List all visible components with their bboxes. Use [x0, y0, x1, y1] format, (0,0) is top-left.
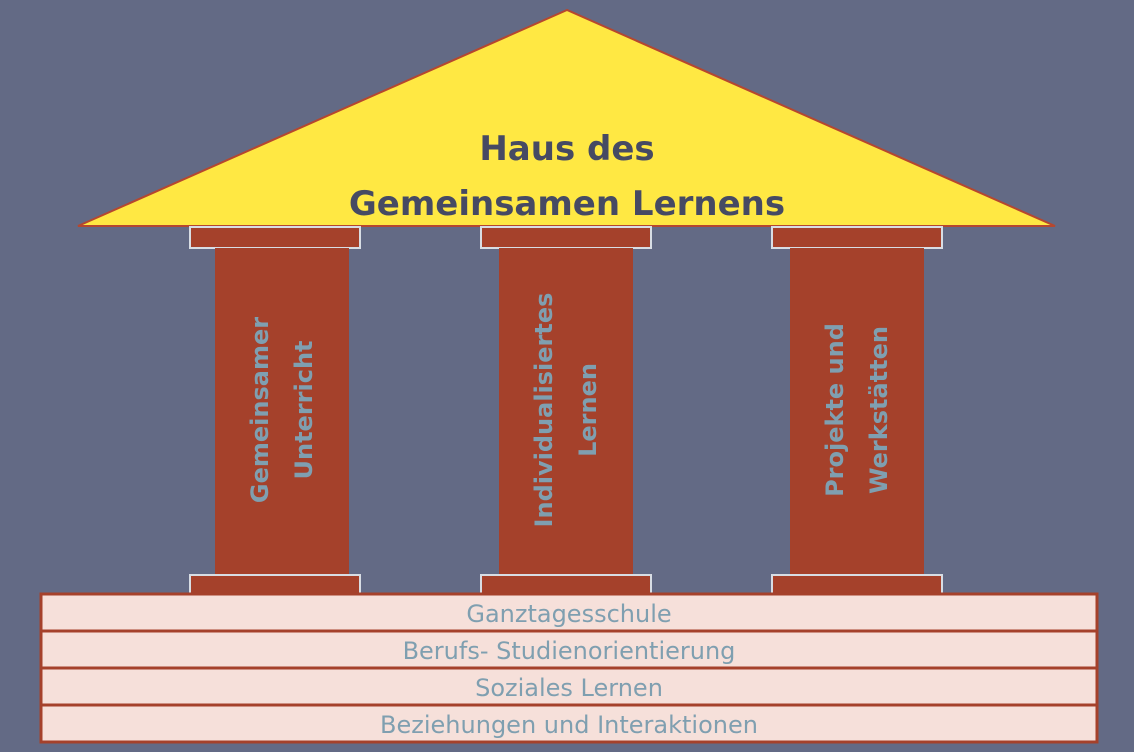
pillar-3: Projekte und Werkstätten: [771, 226, 943, 596]
pillar-shaft: [215, 248, 349, 574]
pillar-label-line1: Projekte und: [821, 323, 849, 497]
pillar-shaft: [499, 248, 633, 574]
pillar-capital: [189, 226, 361, 249]
foundation-label: Berufs- Studienorientierung: [403, 637, 736, 665]
pillar-label-line1: Gemeinsamer: [246, 317, 274, 503]
pillar-capital: [771, 226, 943, 249]
pillar-label-line1: Individualisiertes: [530, 293, 558, 528]
title-line2: Gemeinsamen Lernens: [349, 184, 785, 224]
foundation-label: Beziehungen und Interaktionen: [380, 711, 758, 739]
pillar-base: [771, 574, 943, 596]
pillar-base: [480, 574, 652, 596]
pillar-base: [189, 574, 361, 596]
pillar-label-line2: Lernen: [574, 363, 602, 457]
pillar-label-line2: Unterricht: [290, 340, 318, 479]
pillar-shaft: [790, 248, 924, 574]
title-line1: Haus des: [479, 129, 654, 169]
foundation-label: Ganztagesschule: [466, 600, 671, 628]
foundation-band: [39, 666, 1099, 707]
foundation-band: [39, 703, 1099, 744]
pillar-label-line2: Werkstätten: [865, 326, 893, 494]
foundation-label: Soziales Lernen: [475, 674, 663, 702]
foundation-band: [39, 592, 1099, 633]
pillar-1: Gemeinsamer Unterricht: [189, 226, 361, 596]
pillar-capital: [480, 226, 652, 249]
pillar-2: Individualisiertes Lernen: [480, 226, 652, 596]
